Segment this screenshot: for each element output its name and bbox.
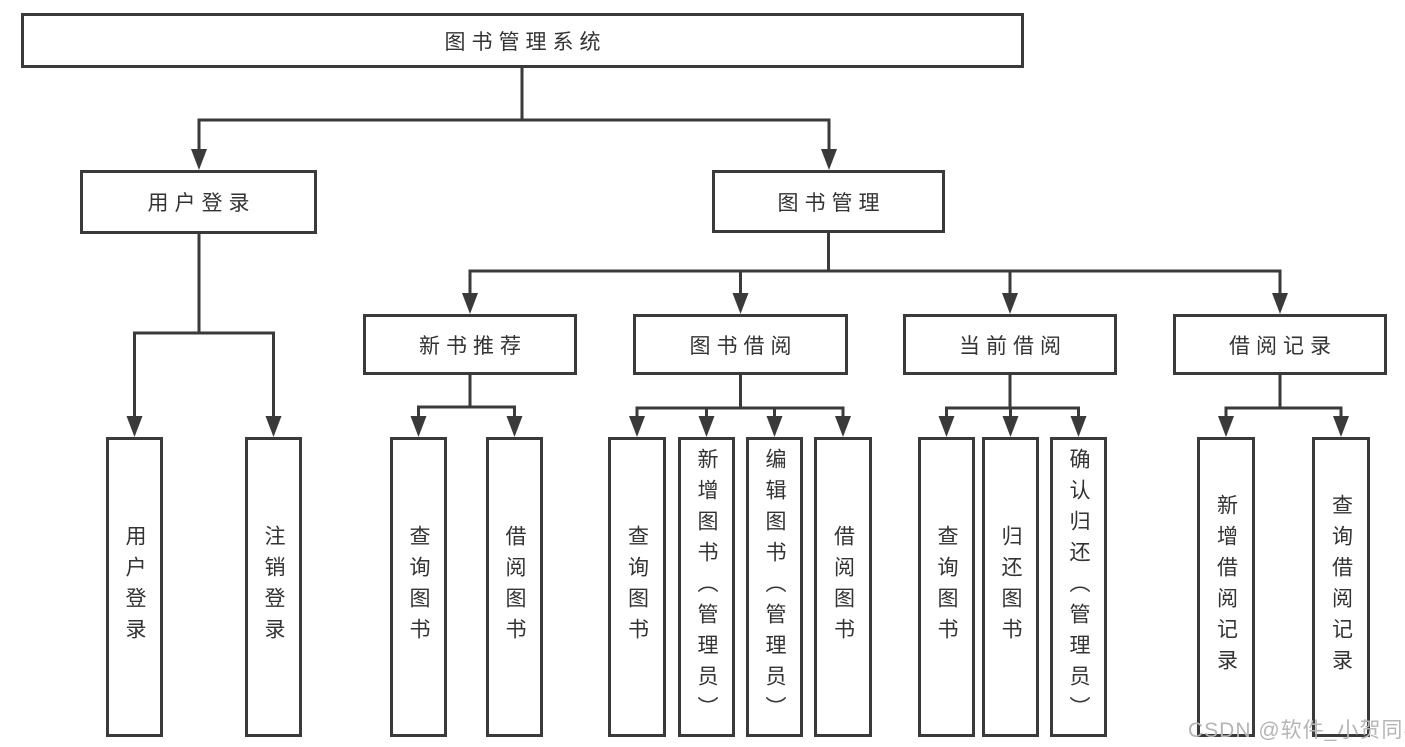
node-borrow-records: 借阅记录	[1173, 314, 1387, 375]
leaf-query-books-current: 查询图书	[918, 437, 975, 737]
leaf-return-books: 归还图书	[982, 437, 1039, 737]
node-current-borrow: 当前借阅	[903, 314, 1117, 375]
leaf-logout: 注销登录	[245, 437, 302, 737]
connector-user-login-children	[126, 232, 282, 437]
leaf-add-books-admin: 新增图书（管理员）	[678, 437, 735, 737]
node-book-management: 图书管理	[712, 170, 945, 233]
leaf-borrow-books: 借阅图书	[814, 437, 872, 737]
node-new-book-recommend: 新书推荐	[363, 314, 577, 375]
leaf-add-borrow-record: 新增借阅记录	[1197, 437, 1255, 737]
connector-new-book-children	[410, 373, 523, 437]
connector-book-borrow-children	[629, 373, 851, 437]
leaf-user-login: 用户登录	[106, 437, 163, 737]
node-user-login: 用户登录	[80, 170, 317, 234]
csdn-watermark: CSDN @软件_小贺同学	[1188, 719, 1405, 742]
leaf-edit-books-admin: 编辑图书（管理员）	[746, 437, 803, 737]
leaf-borrow-books-recommend: 借阅图书	[486, 437, 543, 737]
connector-root-to-level1	[191, 65, 837, 170]
leaf-query-books-recommend: 查询图书	[390, 437, 447, 737]
connector-current-borrow-children	[938, 373, 1087, 437]
node-library-system-root: 图书管理系统	[21, 13, 1024, 68]
node-book-borrow: 图书借阅	[633, 314, 848, 375]
leaf-query-borrow-record: 查询借阅记录	[1312, 437, 1370, 737]
connector-borrow-records-children	[1218, 373, 1349, 437]
connector-book-mgmt-children	[462, 231, 1288, 314]
leaf-confirm-return-admin: 确认归还（管理员）	[1050, 437, 1107, 737]
leaf-query-books-borrow: 查询图书	[608, 437, 666, 737]
